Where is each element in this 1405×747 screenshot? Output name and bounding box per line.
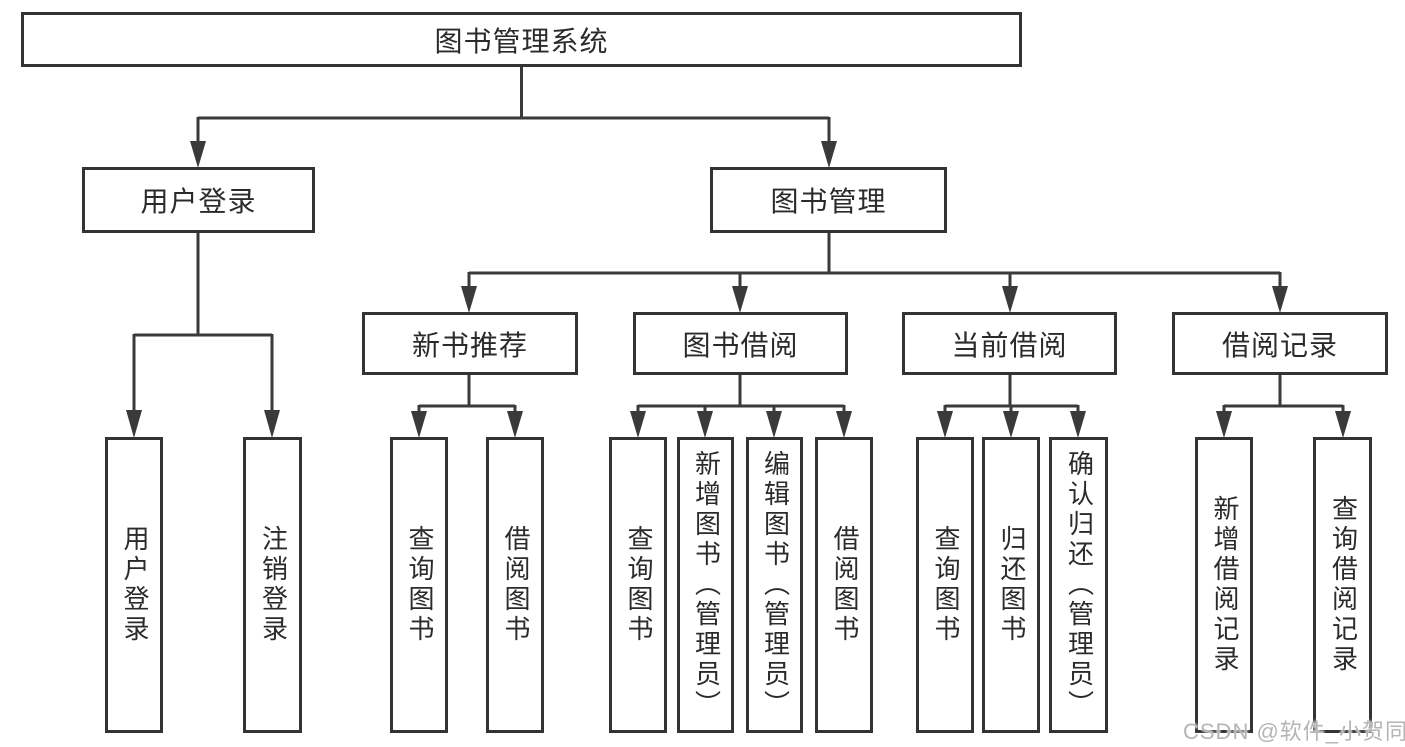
node-book-management-label: 图书管理 (770, 186, 887, 217)
leaf-query-books-1-label: 查询图书 (404, 525, 435, 645)
node-current-borrow: 当前借阅 (902, 312, 1117, 375)
connector-new-book-children (411, 374, 523, 438)
leaf-logout: 注销登录 (243, 437, 302, 733)
connector-current-borrow-children (937, 374, 1086, 438)
leaf-query-borrow-record-label: 查询借阅记录 (1328, 495, 1359, 675)
node-borrow-records-label: 借阅记录 (1221, 329, 1338, 361)
leaf-borrow-books-2: 借阅图书 (815, 437, 873, 733)
arrowhead-down-icon (937, 411, 953, 438)
leaf-edit-book-admin-label: 编辑图书（管理员） (760, 450, 791, 720)
leaf-borrow-books-2-label: 借阅图书 (829, 525, 860, 645)
leaf-query-borrow-record: 查询借阅记录 (1313, 437, 1372, 733)
arrowhead-down-icon (461, 286, 477, 313)
node-current-borrow-label: 当前借阅 (951, 329, 1068, 361)
leaf-query-books-3-label: 查询图书 (930, 525, 961, 645)
leaf-query-books-1: 查询图书 (390, 437, 448, 733)
node-new-book-recommend-label: 新书推荐 (411, 329, 528, 361)
watermark: CSDN @软件_小贺同学 (1183, 719, 1405, 744)
connector-book-borrow-children (630, 374, 852, 438)
leaf-return-book: 归还图书 (982, 437, 1040, 733)
node-new-book-recommend: 新书推荐 (362, 312, 578, 375)
leaf-add-borrow-record-label: 新增借阅记录 (1209, 495, 1240, 675)
arrowhead-down-icon (1002, 286, 1018, 313)
arrowhead-down-icon (1003, 411, 1019, 438)
connector-records-children (1216, 374, 1351, 438)
arrowhead-down-icon (732, 286, 748, 313)
node-root-label: 图书管理系统 (434, 25, 609, 57)
arrowhead-down-icon (766, 411, 782, 438)
node-book-borrow: 图书借阅 (633, 312, 848, 375)
arrowhead-down-icon (126, 410, 142, 438)
leaf-add-borrow-record: 新增借阅记录 (1195, 437, 1253, 733)
leaf-add-book-admin: 新增图书（管理员） (677, 437, 734, 733)
arrowhead-down-icon (411, 411, 427, 438)
node-borrow-records: 借阅记录 (1172, 312, 1388, 375)
arrowhead-down-icon (821, 141, 837, 168)
leaf-borrow-books-1: 借阅图书 (486, 437, 544, 733)
arrowhead-down-icon (1272, 286, 1288, 313)
leaf-logout-label: 注销登录 (258, 525, 289, 645)
node-user-login-label: 用户登录 (140, 186, 257, 217)
connector-user-login-children (126, 232, 280, 438)
arrowhead-down-icon (1216, 411, 1232, 438)
leaf-query-books-3: 查询图书 (916, 437, 974, 733)
node-book-management: 图书管理 (710, 167, 947, 233)
arrowhead-down-icon (836, 411, 852, 438)
leaf-edit-book-admin: 编辑图书（管理员） (746, 437, 803, 733)
node-root: 图书管理系统 (21, 12, 1022, 67)
arrowhead-down-icon (507, 411, 523, 438)
arrowhead-down-icon (697, 411, 713, 438)
arrowhead-down-icon (630, 411, 646, 438)
leaf-query-books-2-label: 查询图书 (623, 525, 654, 645)
arrowhead-down-icon (1070, 411, 1086, 438)
connector-book-management-to-level3 (461, 232, 1288, 313)
leaf-user-login: 用户登录 (105, 437, 163, 733)
node-book-borrow-label: 图书借阅 (682, 329, 799, 361)
arrowhead-down-icon (264, 410, 280, 438)
leaf-user-login-label: 用户登录 (119, 525, 150, 645)
leaf-add-book-admin-label: 新增图书（管理员） (691, 450, 722, 720)
leaf-return-book-label: 归还图书 (996, 525, 1027, 645)
leaf-query-books-2: 查询图书 (609, 437, 667, 733)
connector-root-to-level2 (190, 66, 837, 168)
leaf-borrow-books-1-label: 借阅图书 (500, 525, 531, 645)
arrowhead-down-icon (190, 141, 206, 168)
leaf-confirm-return-admin: 确认归还（管理员） (1049, 437, 1108, 733)
leaf-confirm-return-admin-label: 确认归还（管理员） (1064, 450, 1095, 720)
node-user-login: 用户登录 (82, 167, 315, 233)
arrowhead-down-icon (1335, 411, 1351, 438)
